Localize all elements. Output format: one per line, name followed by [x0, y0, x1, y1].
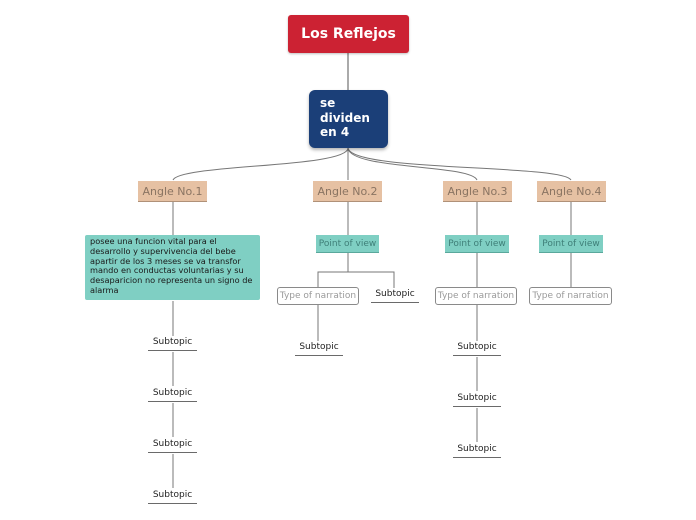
connector-main-angle4 [347, 147, 572, 181]
root-topic[interactable]: Los Reflejos [288, 15, 409, 53]
angle-4-topic[interactable]: Angle No.4 [537, 181, 606, 202]
angle-4-point-of-view[interactable]: Point of view [539, 235, 603, 253]
angle-2-topic[interactable]: Angle No.2 [313, 181, 382, 202]
angle-1-topic[interactable]: Angle No.1 [138, 181, 207, 202]
angle-1-subtopic-2[interactable]: Subtopic [148, 388, 197, 402]
angle-3-point-of-view[interactable]: Point of view [445, 235, 509, 253]
angle-2-subtopic-1[interactable]: Subtopic [295, 342, 343, 356]
angle-1-subtopic-4[interactable]: Subtopic [148, 490, 197, 504]
connector-pov2-narr [317, 253, 349, 287]
angle-3-subtopic-3[interactable]: Subtopic [453, 444, 501, 458]
connector-pov2-subtopic [348, 271, 395, 288]
angle-2-type-of-narration[interactable]: Type of narration [277, 287, 359, 305]
angle-1-subtopic-1[interactable]: Subtopic [148, 337, 197, 351]
angle-1-description[interactable]: posee una funcion vital para el desarrol… [85, 235, 260, 300]
connector-main-angle1 [172, 147, 349, 181]
angle-3-topic[interactable]: Angle No.3 [443, 181, 512, 202]
angle-3-subtopic-2[interactable]: Subtopic [453, 393, 501, 407]
angle-2-side-subtopic[interactable]: Subtopic [371, 289, 419, 303]
connector-main-angle3 [347, 147, 478, 181]
main-topic[interactable]: se dividen en 4 [309, 90, 388, 148]
angle-2-point-of-view[interactable]: Point of view [316, 235, 379, 253]
angle-3-type-of-narration[interactable]: Type of narration [435, 287, 517, 305]
angle-4-type-of-narration[interactable]: Type of narration [529, 287, 612, 305]
angle-1-subtopic-3[interactable]: Subtopic [148, 439, 197, 453]
angle-3-subtopic-1[interactable]: Subtopic [453, 342, 501, 356]
